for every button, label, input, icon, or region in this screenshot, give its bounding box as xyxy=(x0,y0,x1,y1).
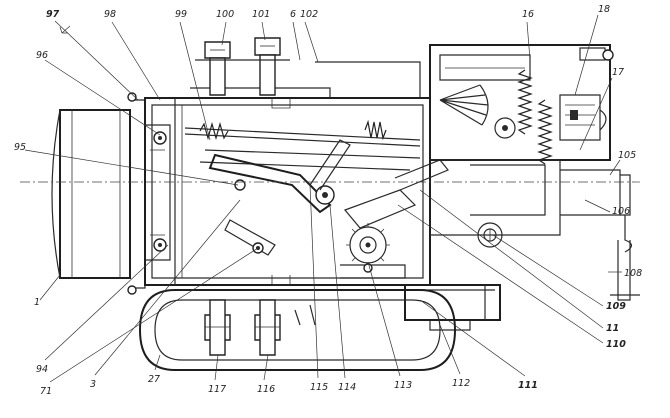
bottom-loop xyxy=(138,289,457,371)
label-116: 116 xyxy=(257,384,275,395)
spring-rods xyxy=(184,119,421,171)
label-117: 117 xyxy=(208,384,226,395)
label-16: 16 xyxy=(522,9,534,20)
right-mechanism xyxy=(429,44,640,301)
left-drum xyxy=(51,92,146,295)
label-100: 100 xyxy=(216,9,234,20)
label-115: 115 xyxy=(310,382,328,393)
label-1: 1 xyxy=(34,297,40,308)
label-112: 112 xyxy=(452,378,470,389)
label-3: 3 xyxy=(90,379,96,390)
label-99: 99 xyxy=(175,9,187,20)
label-105: 105 xyxy=(618,150,636,161)
leader-lines xyxy=(24,14,622,383)
label-98: 98 xyxy=(104,9,116,20)
label-109: 109 xyxy=(606,301,626,312)
label-110: 110 xyxy=(606,339,626,350)
part-labels: 97 98 99 100 101 6 102 16 18 17 96 95 10… xyxy=(14,4,642,397)
main-housing xyxy=(144,61,431,286)
label-106: 106 xyxy=(612,206,630,217)
arrow-97 xyxy=(59,25,71,34)
label-17: 17 xyxy=(612,67,624,78)
label-27: 27 xyxy=(148,374,160,385)
label-94: 94 xyxy=(36,364,48,375)
label-102: 102 xyxy=(300,9,318,20)
gear-cluster xyxy=(340,159,449,279)
top-bolts xyxy=(195,37,290,96)
label-97: 97 xyxy=(46,9,60,20)
label-71: 71 xyxy=(40,386,52,397)
label-111: 111 xyxy=(518,380,538,391)
label-96: 96 xyxy=(36,50,48,61)
label-101: 101 xyxy=(252,9,270,20)
label-11: 11 xyxy=(606,323,619,334)
label-114: 114 xyxy=(338,382,356,393)
lever-arm xyxy=(208,139,351,256)
label-113: 113 xyxy=(394,380,412,391)
label-18: 18 xyxy=(598,4,610,15)
label-108: 108 xyxy=(624,268,642,279)
label-95: 95 xyxy=(14,142,26,153)
label-6: 6 xyxy=(290,9,296,20)
